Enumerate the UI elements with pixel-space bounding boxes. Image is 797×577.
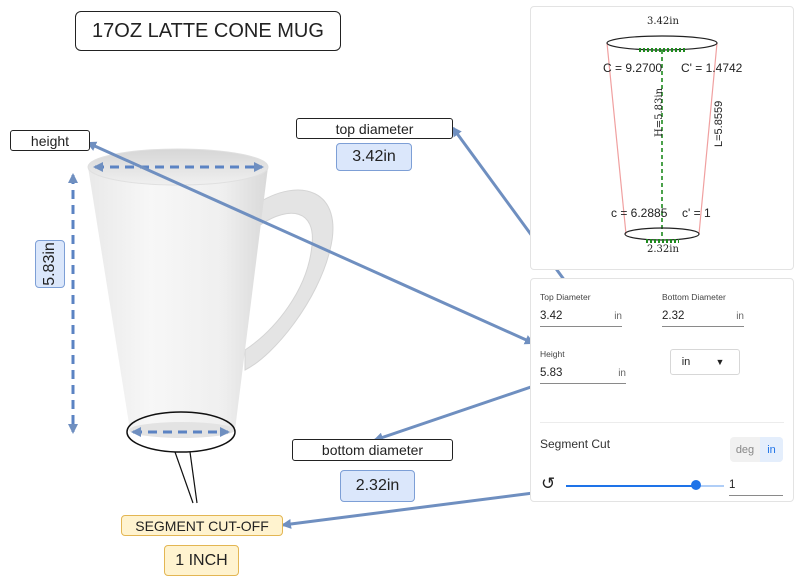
height-input[interactable]: 5.83 in: [540, 363, 626, 384]
segment-cutoff-label-text: SEGMENT CUT-OFF: [135, 517, 269, 534]
bottom-diameter-field-label: Bottom Diameter: [662, 292, 726, 302]
height-value-badge: 5.83in: [35, 240, 65, 288]
top-diameter-label-text: top diameter: [335, 120, 414, 137]
page-title-text: 17OZ LATTE CONE MUG: [92, 19, 324, 42]
bottom-diameter-unit: in: [736, 311, 744, 322]
diagram-bottom-label: 2.32in: [647, 244, 679, 255]
top-diameter-label: top diameter: [296, 118, 453, 139]
height-field-label: Height: [540, 349, 565, 359]
diagram-H-label: H=5.83in: [654, 87, 665, 137]
bottom-diameter-input-value: 2.32: [662, 310, 685, 322]
cone-diagram-panel: 3.42in C = 9.2700 C' = 1.4742 H=5.83in L…: [530, 6, 794, 270]
segment-cutoff-value-badge: 1 INCH: [164, 545, 239, 576]
top-diameter-value-text: 3.42in: [352, 148, 396, 165]
height-value-text: 5.83in: [41, 242, 58, 286]
toggle-in[interactable]: in: [760, 437, 783, 462]
unit-select[interactable]: in ▼: [670, 349, 740, 375]
diagram-top-label: 3.42in: [647, 16, 679, 27]
height-label-text: height: [30, 132, 70, 149]
diagram-L-label: L=5.8559: [713, 100, 725, 147]
segment-cut-title: Segment Cut: [540, 437, 611, 451]
top-diameter-unit: in: [614, 311, 622, 322]
unit-select-value: in: [681, 356, 691, 368]
reset-icon[interactable]: ↺: [541, 474, 556, 493]
diagram-c-prime-label: c' = 1: [682, 206, 711, 220]
height-input-value: 5.83: [540, 367, 563, 379]
top-diameter-field-label: Top Diameter: [540, 292, 591, 302]
height-arrow: [86, 141, 535, 345]
page-title: 17OZ LATTE CONE MUG: [75, 11, 341, 51]
segment-value-text: 1: [729, 479, 736, 491]
diagram-C-label: C = 9.2700: [603, 61, 663, 75]
unit-toggle: deg in: [730, 437, 783, 462]
segment-value-input[interactable]: 1: [729, 476, 783, 496]
bottom-diameter-label: bottom diameter: [292, 439, 453, 461]
input-panel: Top Diameter 3.42 in Bottom Diameter 2.3…: [530, 278, 794, 502]
caret-down-icon: ▼: [715, 357, 725, 367]
bottom-diameter-label-text: bottom diameter: [321, 442, 424, 458]
segment-slider[interactable]: [566, 480, 724, 490]
diagram-C-prime-label: C' = 1.4742: [681, 61, 743, 75]
slider-fill: [566, 485, 696, 487]
diagram-c-label: c = 6.2885: [611, 206, 668, 220]
segment-cut-arrow: [281, 488, 543, 529]
cone-diagram: [606, 35, 718, 243]
segment-cutoff-value-text: 1 INCH: [175, 551, 228, 569]
segment-cutoff-label: SEGMENT CUT-OFF: [121, 515, 283, 536]
slider-thumb[interactable]: [690, 480, 701, 490]
top-diameter-value-badge: 3.42in: [336, 143, 412, 171]
bottom-diameter-value-text: 2.32in: [355, 477, 400, 494]
height-label: height: [10, 130, 90, 151]
bottom-cut-ellipse: [126, 411, 236, 453]
bottom-diameter-input[interactable]: 2.32 in: [662, 307, 744, 327]
toggle-deg[interactable]: deg: [735, 443, 755, 456]
bottom-diameter-value-badge: 2.32in: [340, 470, 415, 502]
top-diameter-input-value: 3.42: [540, 310, 563, 322]
divider: [540, 422, 784, 423]
height-unit: in: [618, 368, 626, 379]
top-diameter-input[interactable]: 3.42 in: [540, 307, 622, 327]
